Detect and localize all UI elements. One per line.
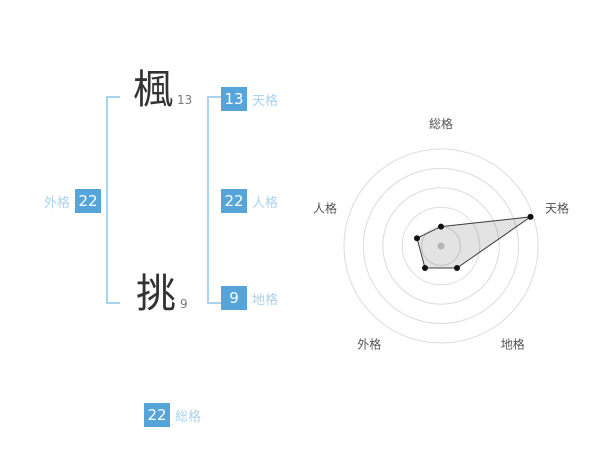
radar-data-point [527,213,534,220]
radar-axis-label: 天格 [545,200,569,215]
jinkaku-row: 22 人格 [221,189,278,213]
radar-data-point [414,235,420,242]
chikaku-row: 9 地格 [221,286,278,310]
gaikaku-row: 外格 22 [44,189,102,213]
radar-axis-label: 人格 [313,200,337,215]
soukaku-value-badge: 22 [144,403,170,427]
radar-data-polygon [416,216,531,269]
gaikaku-label: 外格 [44,195,71,211]
inner-bracket [207,96,221,304]
radar-grid-ring [362,167,520,325]
radar-data-point [438,223,444,230]
radar-data-point [454,265,460,271]
radar-data-point [422,265,428,271]
stroke-count-1: 13 [177,93,193,107]
soukaku-row: 22 総格 [144,403,201,427]
radar-grid-ring [382,187,500,305]
kanji-glyph-1: 楓 [133,67,173,113]
radar-axis-label: 地格 [501,337,525,352]
tenkaku-row: 13 天格 [221,87,278,111]
radar-grid-ring [343,148,539,344]
stroke-count-2: 9 [180,297,188,311]
name-character-2: 挑 9 [136,274,188,314]
outer-bracket [106,96,120,304]
tenkaku-label: 天格 [252,93,279,109]
chikaku-label: 地格 [252,292,279,308]
radar-grid-ring [401,206,481,286]
gaikaku-value-badge: 22 [75,189,102,213]
radar-axis-label: 外格 [357,337,381,352]
tenkaku-value-badge: 13 [221,87,247,111]
soukaku-label: 総格 [175,409,202,425]
name-character-1: 楓 13 [133,70,192,110]
jinkaku-label: 人格 [252,195,279,211]
radar-axis-label: 総格 [429,116,453,131]
jinkaku-value-badge: 22 [221,189,247,213]
kanji-glyph-2: 挑 [136,271,176,317]
chikaku-value-badge: 9 [221,286,247,310]
radar-center-dot [437,242,445,250]
